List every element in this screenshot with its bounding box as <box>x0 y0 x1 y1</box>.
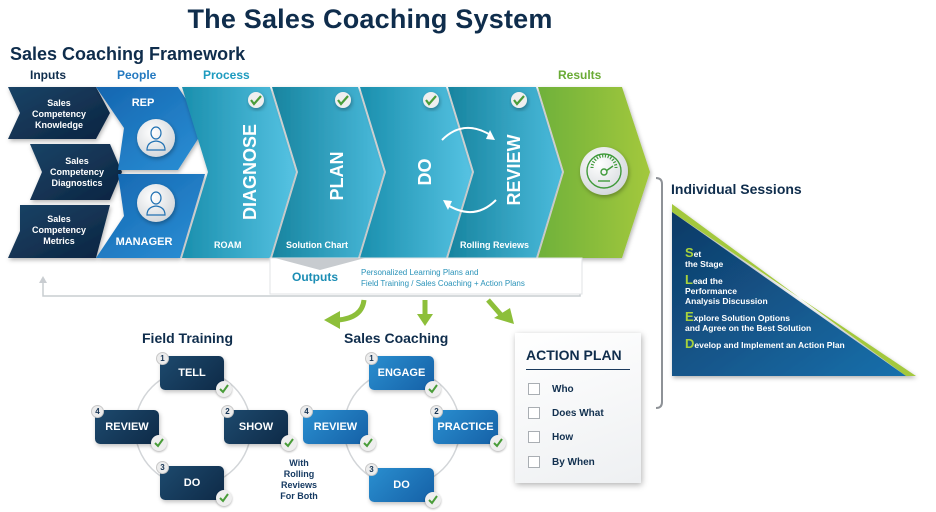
checkbox[interactable] <box>528 407 540 419</box>
step-number-badge: 1 <box>156 352 169 365</box>
session-step-lead: Lead the Performance Analysis Discussion <box>685 272 768 306</box>
column-header-inputs: Inputs <box>30 68 66 82</box>
input-label-knowledge-2: Competency <box>32 109 86 119</box>
sessions-triangle <box>672 204 916 376</box>
field-training-step-tell: TELL <box>160 356 224 390</box>
input-label-metrics-2: Competency <box>32 225 86 235</box>
framework-title: Sales Coaching Framework <box>10 44 246 64</box>
check-icon <box>360 435 376 451</box>
input-label-knowledge-1: Sales <box>47 98 71 108</box>
action-plan-item-by-when: By When <box>528 456 595 468</box>
step-number-badge: 4 <box>300 405 313 418</box>
sales-coaching-step-practice: PRACTICE <box>433 410 498 444</box>
sales-coaching-step-do: DO <box>369 468 434 502</box>
process-chevron-diagnose <box>182 87 296 258</box>
manager-avatar <box>137 184 175 222</box>
column-header-people: People <box>117 68 157 82</box>
check-icon <box>151 435 167 451</box>
feedback-arrowhead <box>39 276 47 283</box>
checkbox[interactable] <box>528 431 540 443</box>
process-chevron-do <box>360 87 472 258</box>
input-label-knowledge-3: Knowledge <box>35 120 83 130</box>
outputs-label: Outputs <box>292 270 338 284</box>
checkbox[interactable] <box>528 456 540 468</box>
field-training-step-review: REVIEW <box>95 410 159 444</box>
sessions-steps: Set the Stage Lead the Performance Analy… <box>685 245 845 351</box>
rolling-reviews-note: With Rolling Reviews For Both <box>280 458 318 501</box>
input-label-metrics-3: Metrics <box>43 236 75 246</box>
person-icon <box>146 126 166 151</box>
step-number-badge: 2 <box>221 405 234 418</box>
input-chevron-diagnostics <box>30 144 122 200</box>
sales-coaching-title: Sales Coaching <box>344 330 449 346</box>
session-step-explore: Explore Solution Options and Agree on th… <box>685 309 812 333</box>
action-plan-item-how: How <box>528 431 573 443</box>
field-training-step-do: DO <box>160 466 224 500</box>
check-icon <box>216 490 232 506</box>
column-header-results: Results <box>558 68 602 82</box>
individual-sessions-title: Individual Sessions <box>671 181 802 197</box>
outputs-line-2: Field Training / Sales Coaching + Action… <box>361 279 525 288</box>
step-number-badge: 2 <box>430 405 443 418</box>
outputs-line-1: Personalized Learning Plans and <box>361 268 478 277</box>
arrow-to-action-plan <box>486 298 514 324</box>
process-caption-solution-chart: Solution Chart <box>286 240 348 250</box>
person-icon <box>146 191 166 216</box>
session-step-develop: Develop and Implement an Action Plan <box>685 336 845 351</box>
check-icon <box>216 381 232 397</box>
input-label-diagnostics-3: Diagnostics <box>51 178 102 188</box>
arrow-to-sales-coaching <box>417 300 433 326</box>
process-label-review: REVIEW <box>504 134 524 205</box>
step-number-badge: 1 <box>365 352 378 365</box>
check-icon <box>335 92 351 108</box>
input-chevron-knowledge <box>8 87 110 139</box>
process-label-do: DO <box>415 159 435 186</box>
step-number-badge: 3 <box>156 461 169 474</box>
sales-coaching-step-review: REVIEW <box>303 410 368 444</box>
process-chevron-plan <box>272 87 384 258</box>
check-icon <box>281 435 297 451</box>
action-plan-title: ACTION PLAN <box>526 347 622 363</box>
action-plan-divider <box>526 369 630 370</box>
check-icon <box>248 92 264 108</box>
check-icon <box>423 92 439 108</box>
outputs-pointer <box>275 258 365 270</box>
page-title: The Sales Coaching System <box>187 4 553 34</box>
input-label-diagnostics-2: Competency <box>50 167 104 177</box>
manager-label: MANAGER <box>116 236 173 248</box>
check-icon <box>511 92 527 108</box>
column-header-process: Process <box>203 68 250 82</box>
action-plan-item-does-what: Does What <box>528 407 604 419</box>
rep-avatar <box>137 119 175 157</box>
checkbox[interactable] <box>528 383 540 395</box>
process-caption-roam: ROAM <box>214 240 242 250</box>
check-icon <box>490 435 506 451</box>
action-plan-item-who: Who <box>528 383 574 395</box>
field-training-title: Field Training <box>142 330 234 346</box>
session-step-set: Set the Stage <box>685 245 724 269</box>
rep-label: REP <box>132 97 155 109</box>
process-label-diagnose: DIAGNOSE <box>240 124 260 220</box>
step-number-badge: 3 <box>365 463 378 476</box>
action-plan-card: ACTION PLAN Who Does What How By When <box>515 333 641 483</box>
sessions-bracket <box>655 177 663 409</box>
check-icon <box>425 492 441 508</box>
check-icon <box>425 381 441 397</box>
arrow-to-field-training <box>324 299 367 329</box>
field-training-step-show: SHOW <box>224 410 288 444</box>
process-caption-rolling-reviews: Rolling Reviews <box>460 240 529 250</box>
step-number-badge: 4 <box>91 405 104 418</box>
process-label-plan: PLAN <box>327 152 347 201</box>
speedometer-icon <box>580 147 628 195</box>
input-label-metrics-1: Sales <box>47 214 71 224</box>
input-chevron-metrics <box>8 205 110 258</box>
sales-coaching-step-engage: ENGAGE <box>369 356 434 390</box>
input-label-diagnostics-1: Sales <box>65 156 89 166</box>
cycle-arrows-icon <box>441 127 497 213</box>
